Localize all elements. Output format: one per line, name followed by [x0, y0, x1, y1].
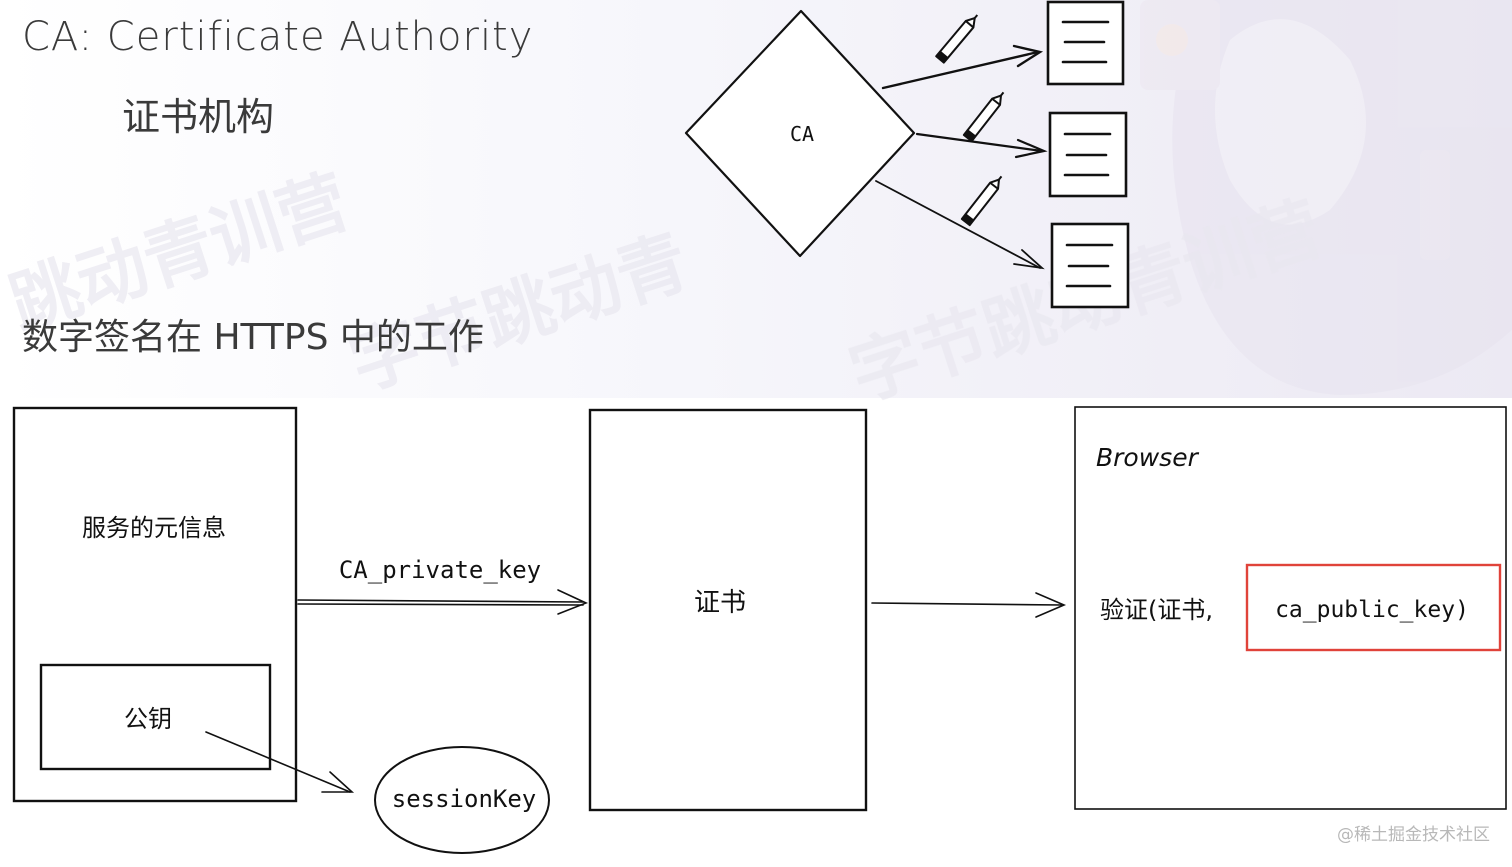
- section-title: 数字签名在 HTTPS 中的工作: [22, 317, 484, 358]
- background-illustration: [1140, 0, 1512, 395]
- certificate-document-icon: [1050, 222, 1130, 309]
- sign-arrow: [297, 589, 589, 615]
- page-title: CA: Certificate Authority: [22, 14, 534, 60]
- certificate-label: 证书: [694, 588, 746, 618]
- cert-to-browser-arrow: [871, 592, 1067, 618]
- source-watermark: @稀土掘金技术社区: [1337, 825, 1490, 845]
- page-subtitle: 证书机构: [122, 95, 275, 139]
- pencil-icon: [962, 91, 1005, 143]
- sign-arrow-label: CA_private_key: [339, 556, 541, 584]
- publickey-to-sessionkey-arrow: [205, 731, 355, 793]
- ca-label: CA: [790, 122, 814, 146]
- ca-arrow-1: [881, 44, 1044, 90]
- verify-text: 验证(证书,: [1100, 596, 1213, 624]
- browser-box: [1074, 406, 1507, 810]
- certificate-document-icon: [1046, 0, 1125, 86]
- ca-arrow-3: [875, 180, 1045, 270]
- public-key-label: 公钥: [124, 705, 172, 733]
- certificate-document-icon: [1048, 111, 1128, 198]
- public-key-highlight-box: [1245, 563, 1502, 652]
- browser-label: Browser: [1096, 443, 1200, 472]
- session-key-ellipse: [374, 746, 550, 854]
- server-meta-label: 服务的元信息: [82, 514, 226, 542]
- public-key-box: [39, 663, 272, 771]
- ca-diamond: [684, 9, 916, 258]
- ca-arrow-2: [915, 132, 1048, 159]
- pencil-icon: [960, 175, 1003, 227]
- verify-key-text: ca_public_key): [1275, 597, 1469, 623]
- session-key-label: sessionKey: [392, 785, 537, 813]
- pencil-icon: [935, 14, 979, 64]
- certificate-box: [588, 408, 868, 812]
